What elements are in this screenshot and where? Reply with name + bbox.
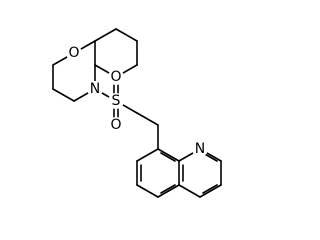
- atom-nitrogen-ring-label: N: [90, 81, 100, 97]
- molecule-structure: O N S O O N: [52, 28, 222, 198]
- atom-sulfonyl-oxygen-top: O: [108, 69, 124, 85]
- quinoline-benzene-ring: [136, 124, 180, 198]
- atom-sulfonyl-oxygen-bottom: O: [108, 117, 124, 133]
- atom-nitrogen-ring: N: [87, 81, 103, 97]
- atom-quinoline-nitrogen-label: N: [195, 141, 205, 157]
- atom-sulfur-label: S: [112, 93, 121, 109]
- atom-quinoline-nitrogen: N: [192, 141, 208, 157]
- atom-sulfonyl-oxygen-bottom-label: O: [110, 117, 121, 133]
- atom-oxygen-ring-label: O: [68, 45, 79, 61]
- atom-sulfonyl-oxygen-top-label: O: [110, 69, 121, 85]
- atom-sulfur: S: [108, 93, 124, 109]
- sulfonyl-linker: [94, 79, 159, 126]
- atom-oxygen-ring: O: [66, 45, 82, 61]
